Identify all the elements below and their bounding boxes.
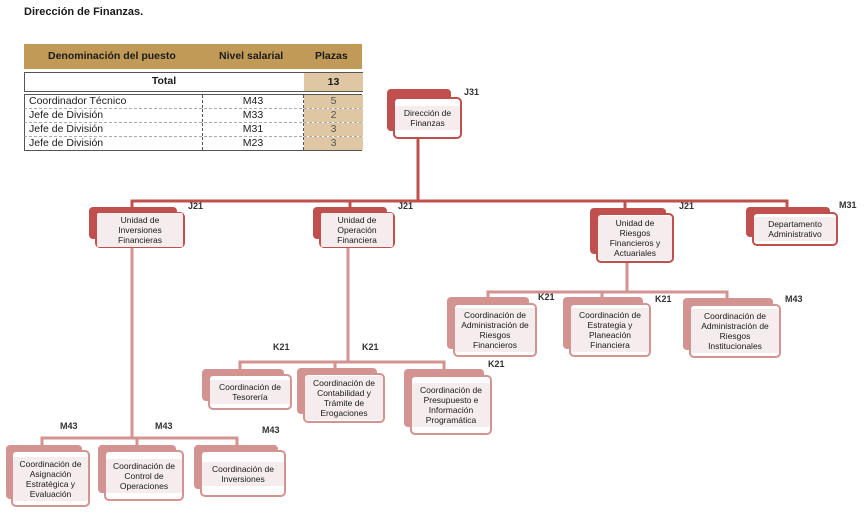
org-node-coord-adm-riesgos-institucionales[interactable]: Coordinación de Administración de Riesgo… <box>683 298 781 358</box>
org-node-coord-control-operaciones[interactable]: Coordinación de Control de Operaciones <box>98 445 184 501</box>
node-label: Coordinación de Control de Operaciones <box>106 458 182 493</box>
cell-nivel: M33 <box>202 109 304 122</box>
level-badge: K21 <box>488 359 505 369</box>
node-label: Departamento Administrativo <box>754 217 836 241</box>
level-badge: M43 <box>785 294 803 304</box>
cell-plazas: 5 <box>304 95 363 108</box>
cell-plazas: 2 <box>304 109 363 122</box>
org-node-unidad-riesgos[interactable]: Unidad de Riesgos Financieros y Actuaria… <box>590 208 674 263</box>
connector-line <box>238 360 446 369</box>
level-badge: M43 <box>155 421 173 431</box>
total-value: 13 <box>304 73 363 91</box>
org-node-coord-presupuesto[interactable]: Coordinación de Presupuesto e Informació… <box>404 369 492 435</box>
node-label: Coordinación de Asignación Estratégica y… <box>13 456 88 501</box>
page-title: Dirección de Finanzas. <box>24 6 144 18</box>
level-badge: J21 <box>679 201 695 211</box>
cell-nivel: M31 <box>202 123 304 136</box>
node-label: Coordinación de Contabilidad y Trámite d… <box>305 376 383 420</box>
level-badge: K21 <box>273 342 290 352</box>
cell-puesto: Jefe de División <box>29 123 104 135</box>
org-node-coord-estrategia-planeacion[interactable]: Coordinación de Estrategia y Planeación … <box>563 297 651 357</box>
table-row: Coordinador Técnico M43 5 <box>24 94 363 109</box>
org-node-coord-contabilidad[interactable]: Coordinación de Contabilidad y Trámite d… <box>297 368 385 423</box>
org-node-coord-tesoreria[interactable]: Coordinación de Tesorería <box>202 369 292 410</box>
table-header: Denominación del puesto Nivel salarial P… <box>24 44 362 69</box>
cell-puesto: Jefe de División <box>29 137 104 149</box>
total-row: Total 13 <box>24 72 363 92</box>
total-label: Total <box>151 75 177 87</box>
cell-nivel: M23 <box>202 137 304 150</box>
cell-plazas: 3 <box>304 123 363 136</box>
org-node-unidad-inversiones[interactable]: Unidad de Inversiones Financieras <box>89 207 185 248</box>
org-node-departamento-administrativo[interactable]: Departamento Administrativo <box>746 207 838 246</box>
node-label: Coordinación de Tesorería <box>210 380 290 404</box>
level-badge: M43 <box>262 425 280 435</box>
org-node-coord-adm-riesgos-financieros[interactable]: Coordinación de Administración de Riesgo… <box>447 297 537 357</box>
cell-puesto: Jefe de División <box>29 109 104 121</box>
level-badge: K21 <box>362 342 379 352</box>
node-label: Coordinación de Estrategia y Planeación … <box>571 308 649 352</box>
node-label: Unidad de Operación Financiera <box>321 213 393 247</box>
header-plazas: Plazas <box>315 50 348 62</box>
node-label: Coordinación de Inversiones <box>202 461 284 486</box>
node-label: Coordinación de Administración de Riesgo… <box>455 308 535 352</box>
header-nivel: Nivel salarial <box>219 50 284 62</box>
level-badge: K21 <box>655 294 672 304</box>
level-badge: K21 <box>538 292 555 302</box>
level-badge: J21 <box>188 201 204 211</box>
table-row: Jefe de División M23 3 <box>24 137 363 151</box>
cell-nivel: M43 <box>202 95 304 108</box>
org-node-coord-asignacion-estrategica[interactable]: Coordinación de Asignación Estratégica y… <box>6 445 90 507</box>
level-badge: M31 <box>839 200 857 210</box>
header-puesto: Denominación del puesto <box>48 50 176 62</box>
level-badge: M43 <box>60 421 78 431</box>
node-label: Unidad de Inversiones Financieras <box>97 213 183 247</box>
node-label: Coordinación de Administración de Riesgo… <box>691 309 779 353</box>
org-node-coord-inversiones[interactable]: Coordinación de Inversiones <box>194 445 286 497</box>
node-label: Dirección de Finanzas <box>395 106 460 130</box>
level-badge: J21 <box>398 201 414 211</box>
table-row: Jefe de División M33 2 <box>24 109 363 123</box>
node-label: Unidad de Riesgos Financieros y Actuaria… <box>598 216 672 260</box>
connector-line <box>130 199 789 208</box>
connector-line <box>486 290 729 299</box>
level-badge: J31 <box>464 87 480 97</box>
org-node-direccion-finanzas[interactable]: Dirección de Finanzas <box>387 89 462 139</box>
node-label: Coordinación de Presupuesto e Informació… <box>412 383 490 427</box>
table-row: Jefe de División M31 3 <box>24 123 363 137</box>
connector-line <box>40 436 239 445</box>
cell-plazas: 3 <box>304 137 363 150</box>
org-node-unidad-operacion[interactable]: Unidad de Operación Financiera <box>313 207 395 248</box>
cell-puesto: Coordinador Técnico <box>29 95 127 107</box>
